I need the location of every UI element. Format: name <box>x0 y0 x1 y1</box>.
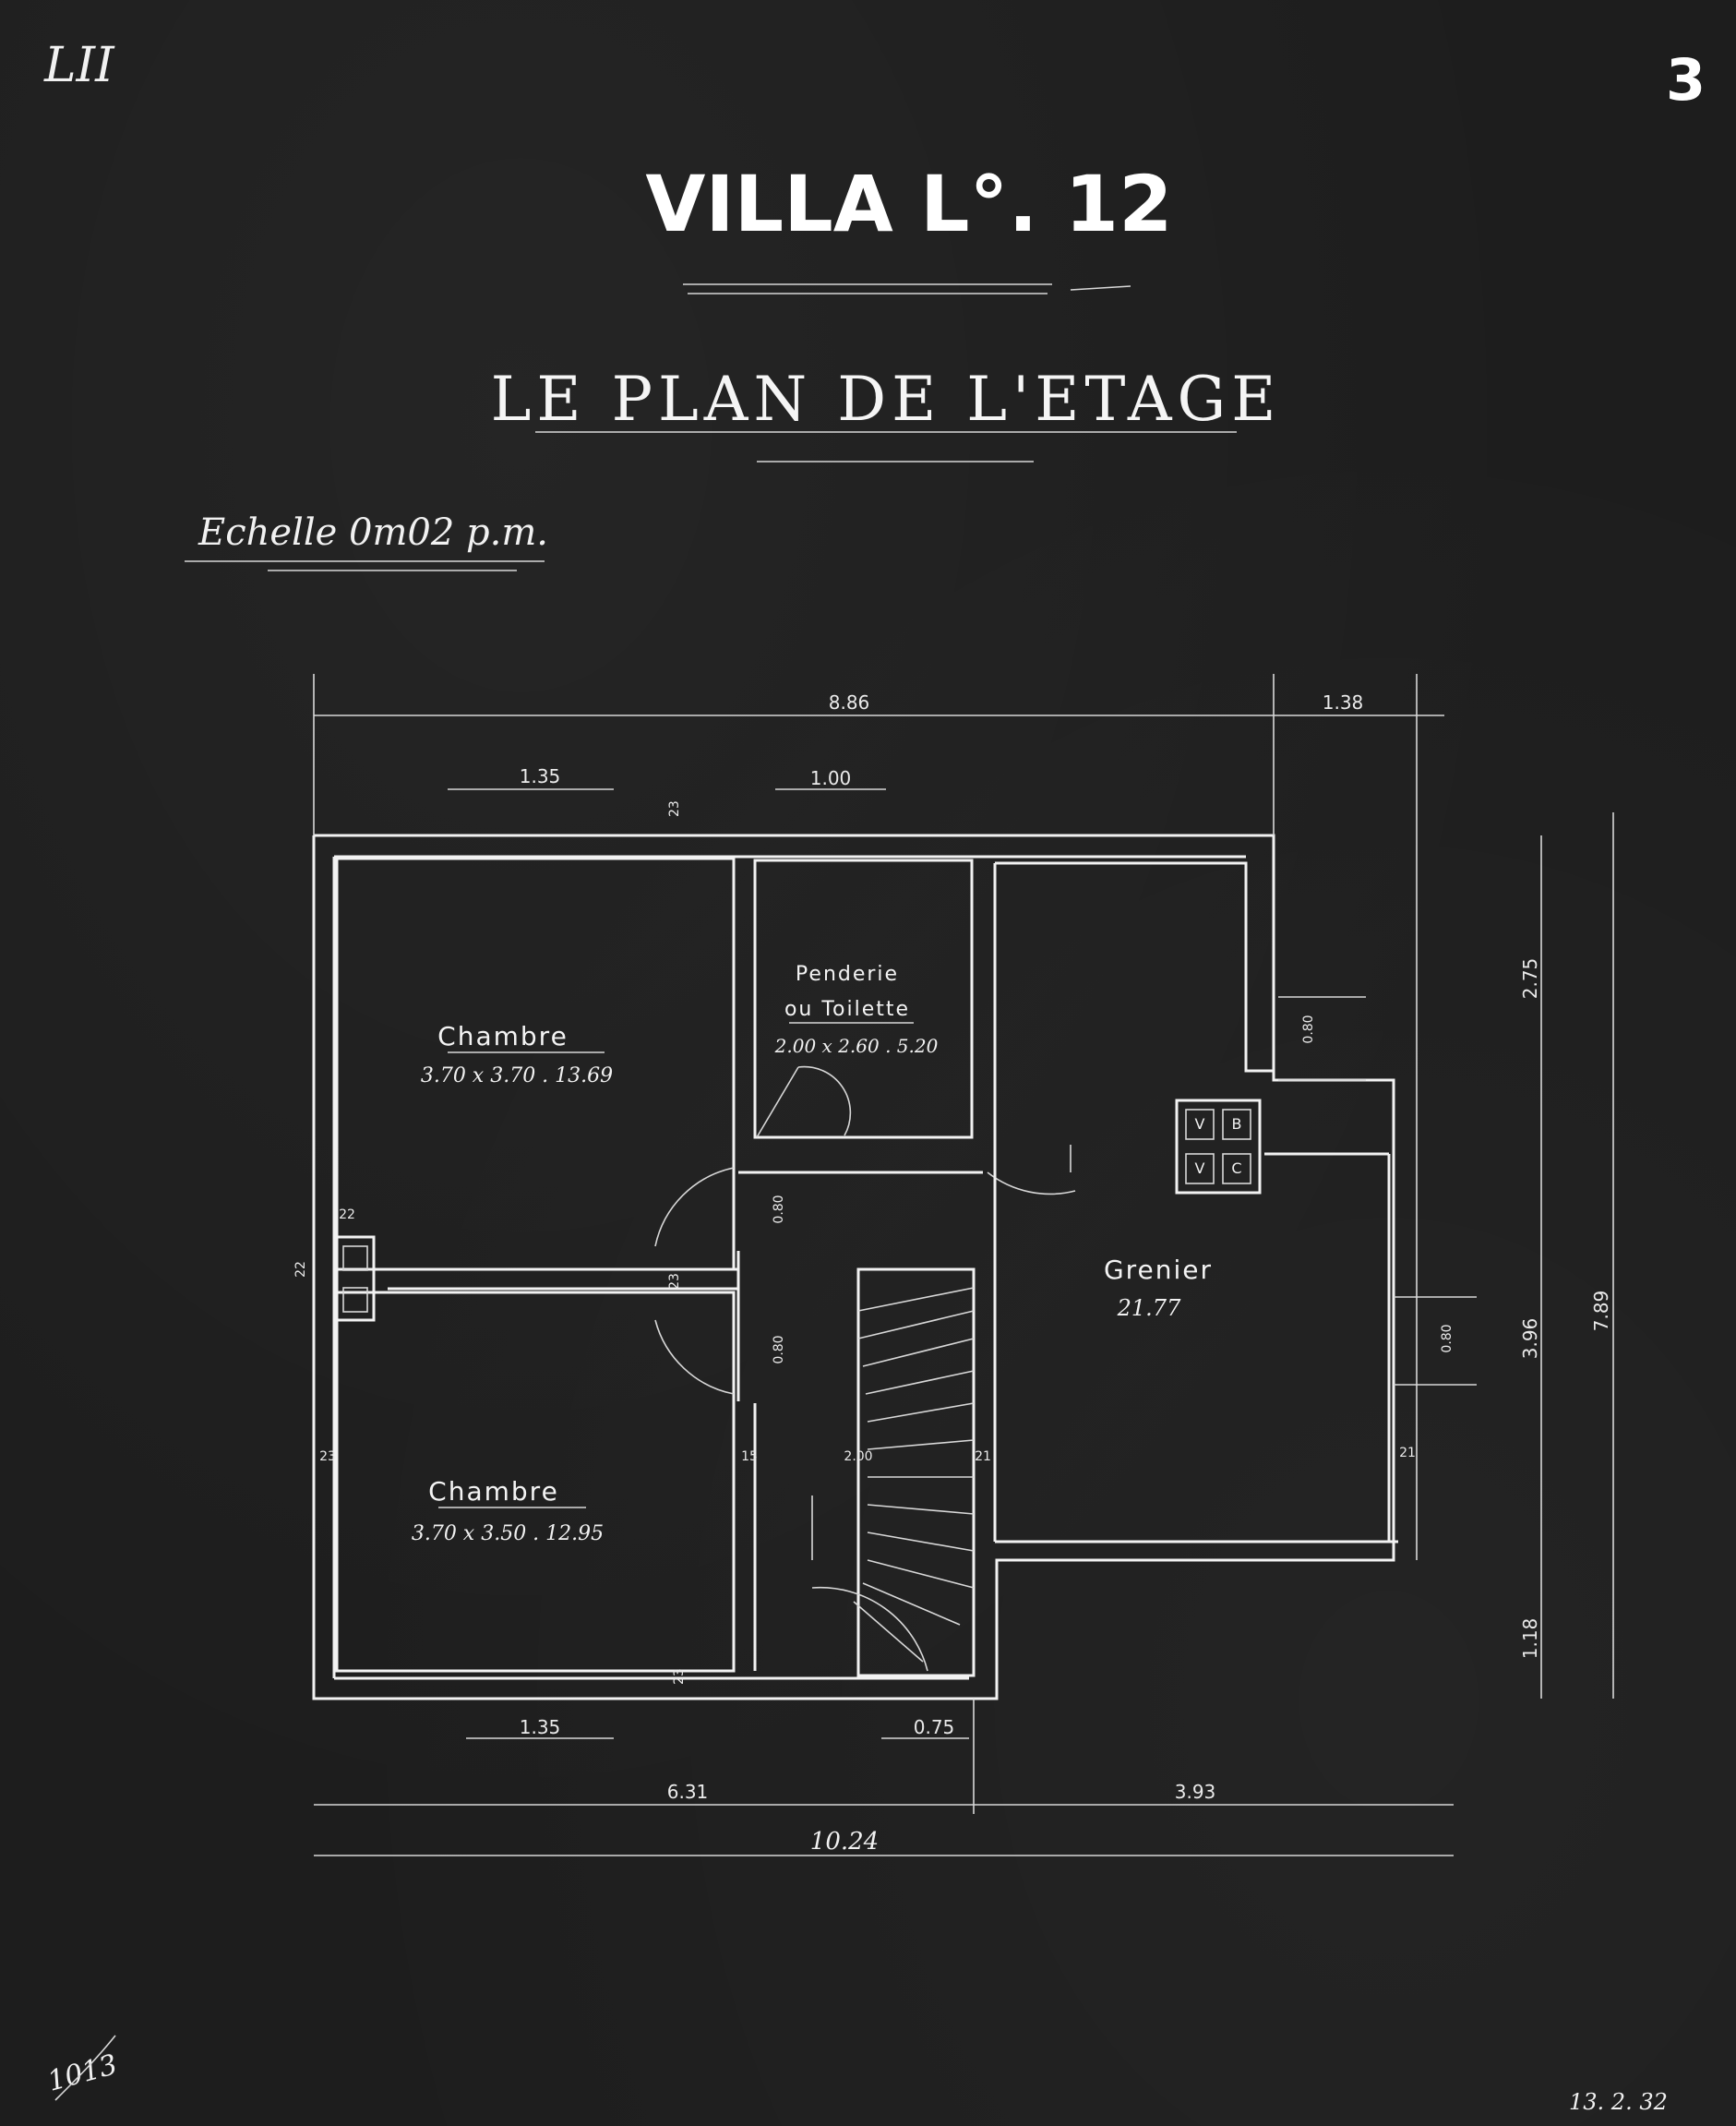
room-chambre-top: Chambre 3.70 x 3.70 . 13.69 <box>335 857 736 1271</box>
shaft-v-top: V <box>1195 1115 1205 1133</box>
left-chimney <box>335 1235 376 1322</box>
dim-mid-15: 15 <box>741 1449 758 1464</box>
stamp-slash <box>54 2035 116 2101</box>
dim-grenier-21: 21 <box>1399 1446 1416 1460</box>
hall-and-doors <box>388 1145 1076 1671</box>
dim-top-main: 8.86 <box>829 691 870 714</box>
room-area: 21.77 <box>1117 1295 1181 1321</box>
date-stamp: 13. 2. 32 <box>1569 2089 1668 2115</box>
page-title: VILLA L°. 12 <box>645 159 1172 249</box>
dim-right-0-80-a: 0.80 <box>1301 1015 1316 1043</box>
dim-window-bottom-right: 0.75 <box>914 1716 955 1738</box>
dim-window-top-left: 1.35 <box>520 765 561 787</box>
dim-left-22: 22 <box>339 1207 355 1222</box>
room-grenier: Grenier 21.77 <box>993 861 1398 1543</box>
dim-mid-23: 23 <box>667 1273 682 1290</box>
dim-bottom-3-93: 3.93 <box>1175 1781 1216 1803</box>
plan-subtitle: LE PLAN DE L'ETAGE <box>491 364 1282 435</box>
dim-bottom-total: 10.24 <box>810 1828 879 1856</box>
dim-right-2-75: 2.75 <box>1519 958 1541 1000</box>
dim-mid-0-80-a: 0.80 <box>772 1195 786 1223</box>
room-name: Grenier <box>1104 1255 1213 1285</box>
scale-label: Echelle 0m02 p.m. <box>198 511 548 554</box>
title-underline-3 <box>1070 285 1131 291</box>
room-size: 3.70 x 3.70 . 13.69 <box>421 1064 613 1087</box>
dim-stair-21: 21 <box>975 1449 991 1464</box>
dim-right-3-96: 3.96 <box>1519 1318 1541 1360</box>
page-number: 3 <box>1666 46 1706 114</box>
dim-window-bottom-left: 1.35 <box>520 1716 561 1738</box>
dim-top-right: 1.38 <box>1323 691 1364 714</box>
sheet-reference: LII <box>43 38 115 93</box>
shaft-v-bottom: V <box>1195 1159 1205 1177</box>
vent-shafts: V B V C <box>1175 1099 1262 1195</box>
dim-mid-0-80-b: 0.80 <box>772 1335 786 1363</box>
room-size: 2.00 x 2.60 . 5.20 <box>774 1035 939 1057</box>
shaft-c: C <box>1231 1159 1241 1177</box>
room-size: 3.70 x 3.50 . 12.95 <box>412 1522 604 1545</box>
staircase <box>811 1267 976 1677</box>
dimension-lines <box>313 674 1614 1856</box>
dim-wall-23-top: 23 <box>667 800 682 817</box>
dim-window-top-mid: 1.00 <box>810 767 852 789</box>
dim-left-22b: 22 <box>293 1261 308 1278</box>
dim-stair-2-00: 2.00 <box>844 1449 872 1464</box>
dim-right-0-80-b: 0.80 <box>1440 1324 1455 1352</box>
dim-right-7-89: 7.89 <box>1590 1291 1612 1332</box>
room-name: Chambre <box>437 1021 569 1051</box>
dim-left-23: 23 <box>319 1449 336 1464</box>
dim-right-1-18: 1.18 <box>1519 1618 1541 1660</box>
outer-walls <box>312 834 1395 1700</box>
dim-bottom-6-31: 6.31 <box>667 1781 709 1803</box>
room-name-line1: Penderie <box>796 963 899 986</box>
room-name: Chambre <box>428 1476 559 1507</box>
room-penderie: Penderie ou Toilette 2.00 x 2.60 . 5.20 <box>753 859 974 1139</box>
shaft-b: B <box>1232 1115 1242 1133</box>
room-name-line2: ou Toilette <box>784 998 910 1021</box>
room-chambre-bottom: Chambre 3.70 x 3.50 . 12.95 <box>335 1291 736 1673</box>
dim-bottom-23: 23 <box>672 1668 687 1685</box>
